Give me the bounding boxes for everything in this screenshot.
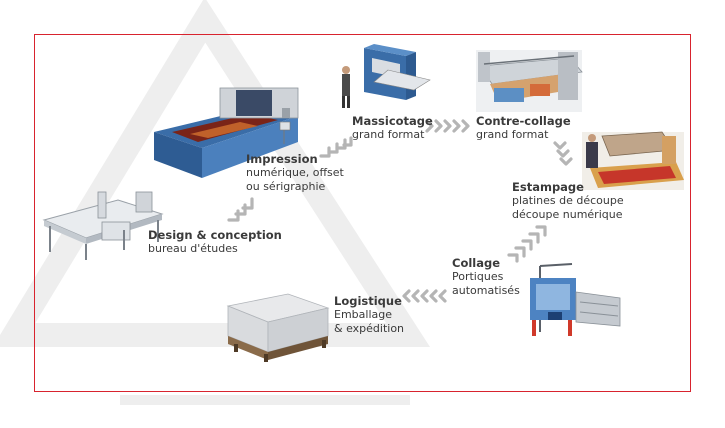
chevron-arrow-icon <box>552 140 574 170</box>
step-title: Design & conception <box>148 228 282 242</box>
step-detail: automatisés <box>452 284 520 298</box>
step-detail: & expédition <box>334 322 404 336</box>
step-title: Collage <box>452 256 520 270</box>
chevron-arrow-icon <box>226 196 254 226</box>
step-estampage: Estampage platines de découpe découpe nu… <box>512 180 624 222</box>
guillotine-cutter-icon <box>334 40 434 114</box>
step-title: Impression <box>246 152 344 166</box>
gluing-gantry-icon <box>520 262 624 342</box>
step-design: Design & conception bureau d'études <box>148 228 282 256</box>
step-detail: grand format <box>476 128 571 142</box>
chevron-arrow-icon <box>398 288 448 304</box>
step-massicotage: Massicotage grand format <box>352 114 433 142</box>
step-logistique: Logistique Emballage & expédition <box>334 294 404 336</box>
step-detail: ou sérigraphie <box>246 180 344 194</box>
step-title: Logistique <box>334 294 404 308</box>
step-title: Massicotage <box>352 114 433 128</box>
step-detail: bureau d'études <box>148 242 282 256</box>
step-detail: découpe numérique <box>512 208 624 222</box>
step-title: Estampage <box>512 180 624 194</box>
step-collage: Collage Portiques automatisés <box>452 256 520 298</box>
step-contre-collage: Contre-collage grand format <box>476 114 571 142</box>
step-detail: Emballage <box>334 308 404 322</box>
pallet-boxes-icon <box>224 290 334 366</box>
step-detail: grand format <box>352 128 433 142</box>
step-title: Contre-collage <box>476 114 571 128</box>
step-detail: platines de découpe <box>512 194 624 208</box>
step-detail: Portiques <box>452 270 520 284</box>
step-detail: numérique, offset <box>246 166 344 180</box>
step-impression: Impression numérique, offset ou sérigrap… <box>246 152 344 194</box>
laminator-icon <box>474 44 586 116</box>
